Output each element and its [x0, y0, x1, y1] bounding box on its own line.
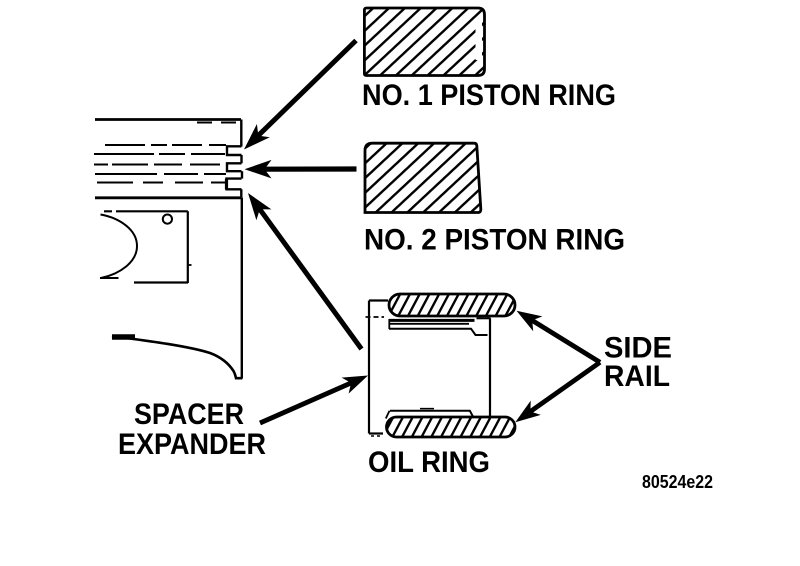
svg-text:NO. 1 PISTON RING: NO. 1 PISTON RING [362, 79, 616, 112]
svg-text:SIDE: SIDE [604, 332, 672, 365]
svg-text:SPACER: SPACER [134, 398, 244, 431]
svg-text:RAIL: RAIL [604, 360, 670, 393]
svg-text:80524e22: 80524e22 [642, 472, 713, 492]
svg-text:OIL RING: OIL RING [368, 446, 490, 479]
svg-text:EXPANDER: EXPANDER [118, 428, 266, 461]
svg-text:NO. 2 PISTON RING: NO. 2 PISTON RING [364, 224, 625, 257]
